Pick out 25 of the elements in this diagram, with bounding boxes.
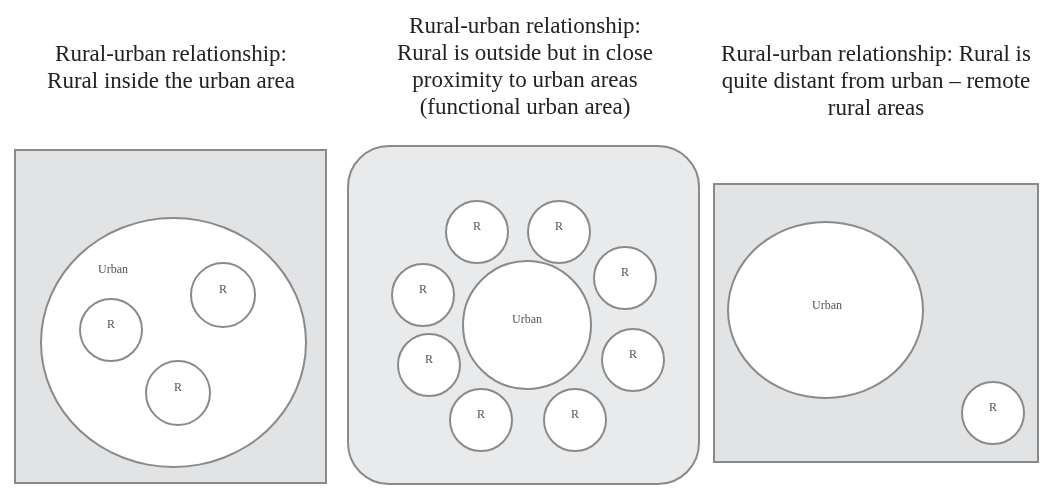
- rural-circle: [462, 260, 592, 390]
- rural-circle: [593, 246, 657, 310]
- rural-circle: [527, 200, 591, 264]
- area-label: R: [621, 264, 629, 280]
- area-label: R: [174, 379, 182, 395]
- area-label: Urban: [512, 311, 542, 327]
- panel-heading: Rural-urban relationship: Rural inside the urban area: [46, 40, 296, 94]
- area-label: R: [219, 281, 227, 297]
- area-label: R: [473, 218, 481, 234]
- area-label: R: [425, 351, 433, 367]
- area-label: R: [107, 316, 115, 332]
- area-label: Urban: [98, 261, 128, 277]
- rural-circle: [449, 388, 513, 452]
- rural-circle: [445, 200, 509, 264]
- area-label: Urban: [812, 297, 842, 313]
- area-label: R: [989, 399, 997, 415]
- panel-heading: Rural-urban relationship: Rural is outside but in close proximity to urban areas (functional urban area): [395, 12, 655, 120]
- area-label: R: [629, 346, 637, 362]
- panel-heading: Rural-urban relationship: Rural is quite distant from urban – remote rural areas: [720, 40, 1032, 121]
- area-label: R: [571, 406, 579, 422]
- rural-circle: [543, 388, 607, 452]
- area-label: R: [555, 218, 563, 234]
- area-label: R: [419, 281, 427, 297]
- area-label: R: [477, 406, 485, 422]
- rural-circle: [397, 333, 461, 397]
